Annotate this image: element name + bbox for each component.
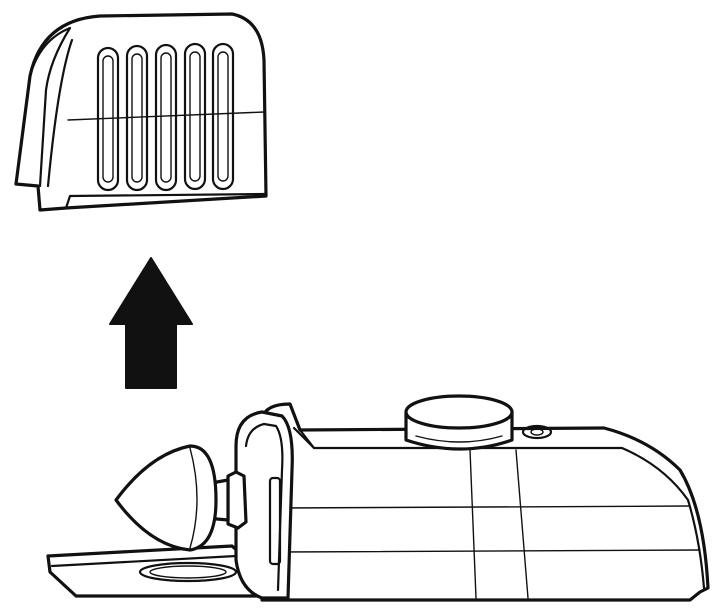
removable-cap bbox=[14, 12, 268, 212]
screw-icon bbox=[521, 424, 553, 440]
front-plate bbox=[234, 410, 294, 600]
attachment-head bbox=[114, 444, 248, 552]
vent-slots bbox=[96, 42, 235, 192]
up-arrow-icon bbox=[109, 257, 193, 389]
device-body bbox=[260, 402, 710, 602]
base-bracket bbox=[46, 544, 264, 598]
top-button bbox=[404, 394, 514, 451]
